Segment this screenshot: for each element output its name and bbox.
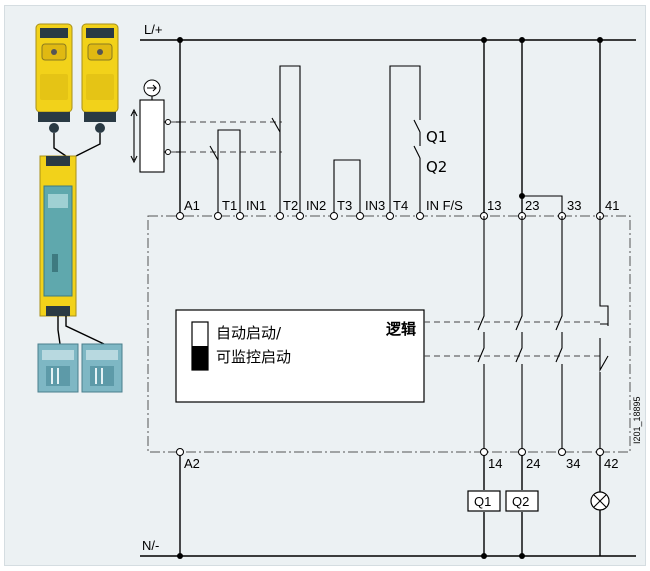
safety-relay-module (39, 155, 77, 317)
terminal-t2: T2 (283, 198, 298, 213)
rail-bottom-label: N/- (142, 538, 159, 553)
position-switch (139, 99, 165, 173)
terminal-24: 24 (526, 456, 540, 471)
terminals-bottom (176, 448, 604, 456)
terminal-in2: IN2 (306, 198, 326, 213)
safety-switch-right (81, 23, 119, 133)
terminal-t1: T1 (222, 198, 237, 213)
terminal-a2: A2 (184, 456, 200, 471)
load-coil-q1 (467, 490, 501, 512)
terminal-t3: T3 (337, 198, 352, 213)
contact-q2-label: Q2 (426, 158, 447, 176)
terminal-t4: T4 (393, 198, 408, 213)
terminal-42: 42 (604, 456, 618, 471)
safety-switch-left (35, 23, 73, 133)
terminal-13: 13 (487, 198, 501, 213)
load-q2-label: Q2 (512, 494, 529, 509)
terminal-in1: IN1 (246, 198, 266, 213)
contact-q1-label: Q1 (426, 128, 447, 146)
terminal-labels-bottom: A2 14 24 34 42 (184, 456, 618, 471)
terminal-23: 23 (525, 198, 539, 213)
terminal-labels-top: A1 T1 IN1 T2 IN2 T3 IN3 T4 IN F/S 13 23 … (184, 198, 619, 213)
contactor-right (81, 343, 123, 393)
terminal-33: 33 (567, 198, 581, 213)
contactor-left (37, 343, 79, 393)
load-q1-label: Q1 (474, 494, 491, 509)
logic-label: 逻辑 (386, 320, 416, 338)
terminal-41: 41 (605, 198, 619, 213)
terminal-a1: A1 (184, 198, 200, 213)
mode-text-line2: 可监控启动 (216, 348, 291, 366)
terminal-in3: IN3 (365, 198, 385, 213)
mode-text-line1: 自动启动/ (216, 324, 282, 342)
terminal-34: 34 (566, 456, 580, 471)
rail-top-label: L/+ (144, 22, 162, 37)
lamp-icon (590, 491, 610, 511)
mode-panel (175, 309, 425, 403)
figure-id: I201_18895 (632, 396, 642, 444)
load-coil-q2 (505, 490, 539, 512)
terminal-14: 14 (488, 456, 502, 471)
terminal-in-fs: IN F/S (426, 198, 463, 213)
